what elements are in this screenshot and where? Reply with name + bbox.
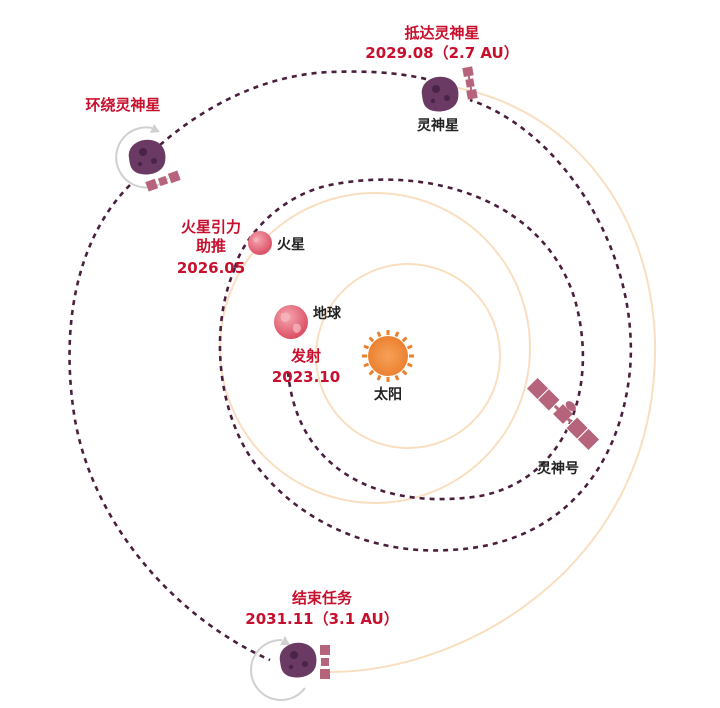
earth-orbit [315, 263, 501, 449]
trajectory-mars-to-psyche [218, 98, 633, 552]
psyche-asteroid-orbiting-icon [128, 139, 166, 175]
trajectory-earth-to-mars [233, 178, 585, 501]
spacecraft-arrival-icon [462, 66, 478, 100]
mars-icon [248, 231, 272, 255]
mars-label: 火星 [277, 237, 305, 253]
earth-label: 地球 [313, 305, 342, 322]
launch-label: 发射 [290, 347, 321, 365]
launch-date: 2023.10 [272, 368, 340, 386]
orbit-arrow-bottom [250, 636, 306, 701]
psyche-asteroid-end-icon [279, 642, 317, 678]
earth-icon [274, 305, 308, 339]
orbiting-label: 环绕灵神星 [85, 96, 160, 114]
psyche-asteroid-icon [421, 76, 459, 112]
arrival-title: 抵达灵神星 [404, 24, 479, 42]
psyche-spacecraft-icon [525, 376, 601, 452]
mars-assist-label-2: 助推 [196, 237, 226, 255]
psyche-top-label: 灵神星 [417, 117, 459, 134]
sun-label: 太阳 [374, 386, 402, 403]
sun-icon [362, 330, 414, 382]
arrival-date: 2029.08（2.7 AU） [365, 44, 518, 62]
spacecraft-orbiting-icon [145, 170, 181, 192]
psyche-orbit [329, 84, 657, 673]
end-date: 2031.11（3.1 AU） [245, 610, 398, 628]
spacecraft-label: 灵神号 [537, 460, 579, 477]
trajectory-psyche-orbit [68, 70, 431, 662]
end-title: 结束任务 [292, 589, 353, 607]
mars-assist-date: 2026.05 [177, 259, 245, 277]
mars-assist-label-1: 火星引力 [181, 218, 241, 236]
spacecraft-end-icon [320, 645, 330, 679]
